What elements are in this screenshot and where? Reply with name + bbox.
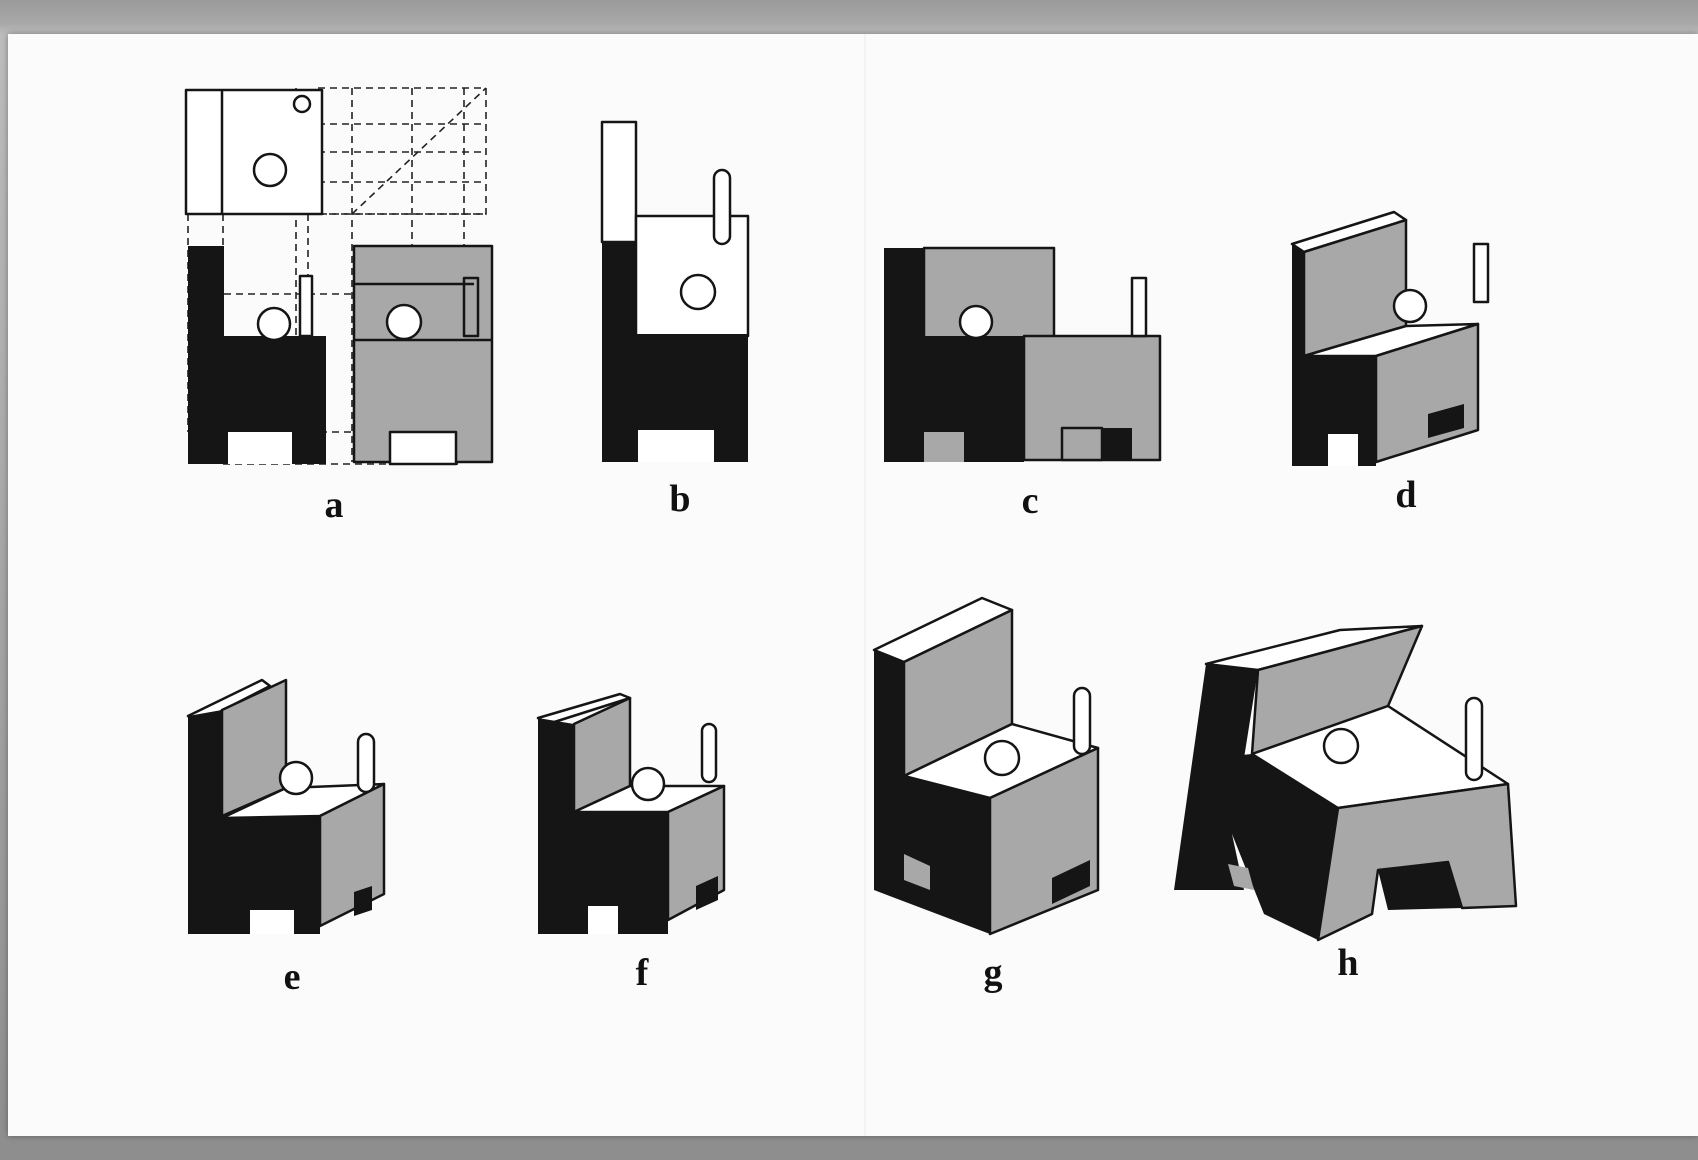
figure-f-oblique-view	[536, 692, 726, 934]
peg	[712, 168, 732, 246]
figure-label-f: f	[635, 952, 649, 994]
figure-label-e: e	[283, 956, 301, 998]
ball	[679, 273, 717, 311]
figure-label-a: a	[324, 484, 344, 526]
figure-e-oblique-view	[186, 678, 386, 934]
figure-h-oblique-view	[1174, 624, 1518, 942]
chair-drawings	[184, 87, 1518, 942]
figure-label-d: d	[1395, 474, 1417, 516]
figure-label-b: b	[669, 478, 691, 520]
ball-hole-circle	[252, 152, 288, 188]
ball	[630, 766, 666, 802]
figure-d-oblique-view	[1290, 210, 1490, 466]
ball	[278, 760, 314, 796]
ball	[983, 739, 1021, 777]
ball	[958, 304, 994, 340]
figure-label-c: c	[1021, 480, 1039, 522]
figure-c-front-side-view	[884, 246, 1162, 462]
figure-b-side-view	[600, 120, 750, 462]
figure-a-projection	[184, 87, 494, 466]
ball	[1392, 288, 1428, 324]
figure-g-oblique-view	[872, 596, 1100, 936]
figure-label-h: h	[1337, 942, 1359, 984]
peg-hole-circle	[292, 94, 312, 114]
figure-label-g: g	[983, 952, 1003, 994]
ball	[1322, 727, 1360, 765]
book-page: a b c d e f g h	[8, 34, 1698, 1136]
